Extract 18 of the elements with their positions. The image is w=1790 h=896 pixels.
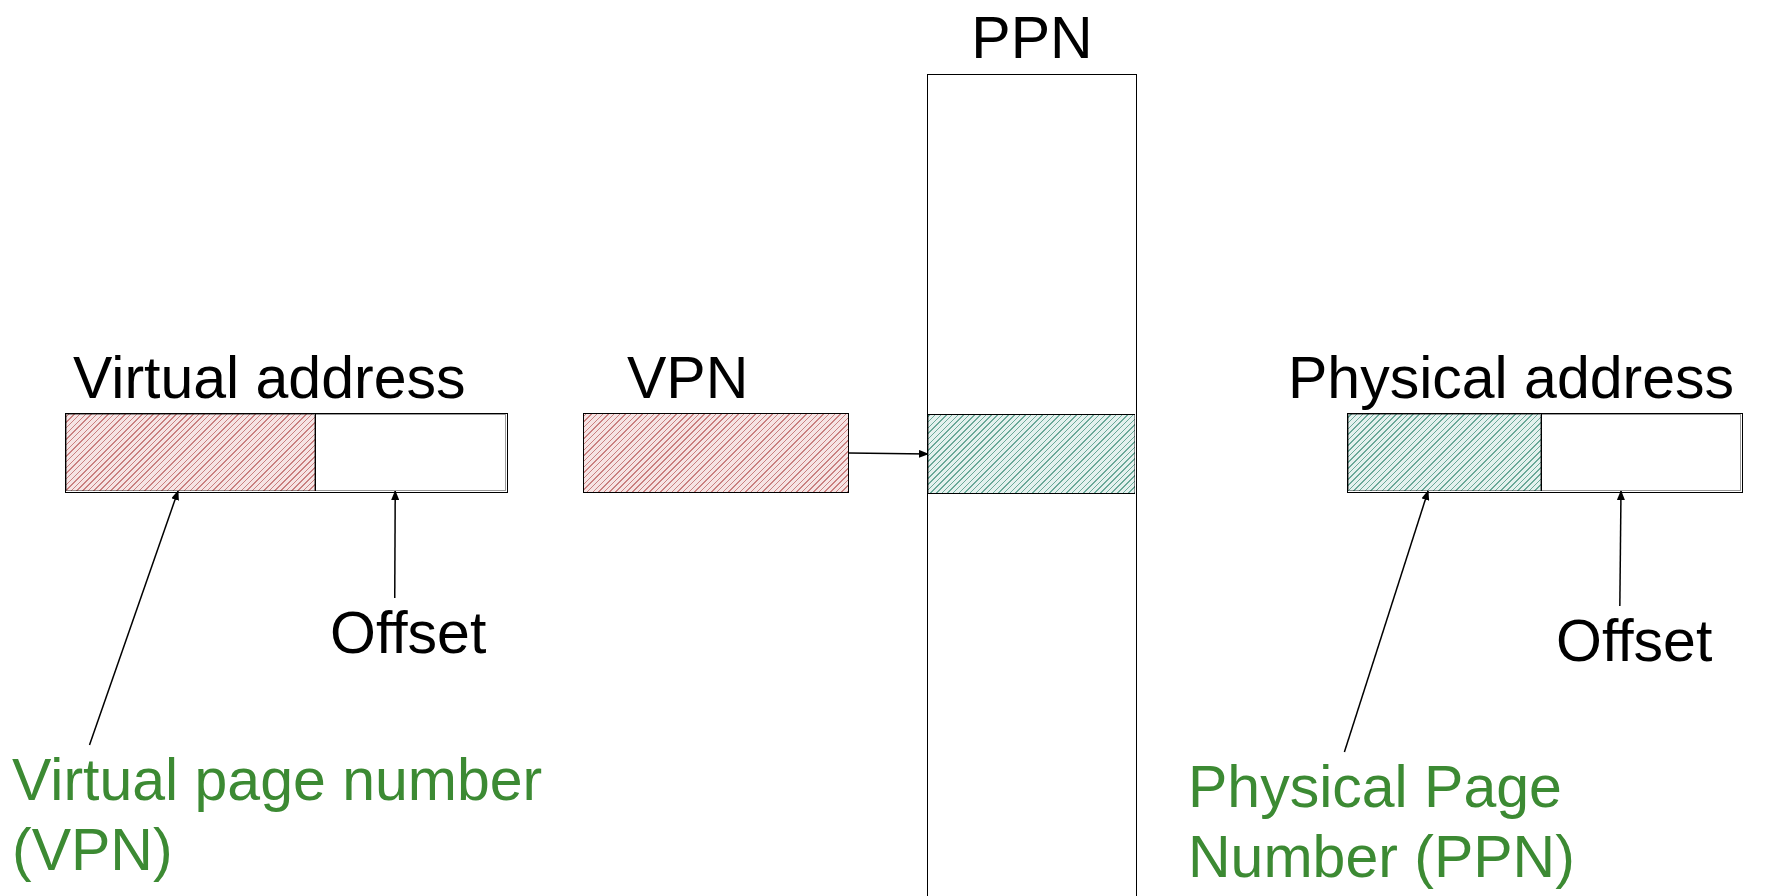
field-label: Offset (330, 598, 515, 668)
bar-segment (315, 414, 506, 491)
leader-line (1616, 490, 1625, 607)
leader-line (1343, 490, 1430, 753)
heading: VPN (627, 345, 749, 411)
bar-segment (1541, 414, 1741, 491)
arrow (848, 449, 929, 458)
callout-text: Physical Page Number (PPN) (1188, 752, 1648, 892)
bar-segment (1348, 414, 1541, 491)
heading: PPN (970, 5, 1094, 71)
leader-line (88, 490, 179, 746)
bar-segment (928, 414, 1135, 494)
heading: Physical address (1288, 345, 1734, 411)
callout-text: Virtual page number (VPN) (12, 745, 632, 885)
field-label: Offset (1556, 606, 1741, 676)
bar-segment (66, 414, 315, 491)
heading: Virtual address (73, 345, 466, 411)
leader-line (391, 490, 400, 599)
